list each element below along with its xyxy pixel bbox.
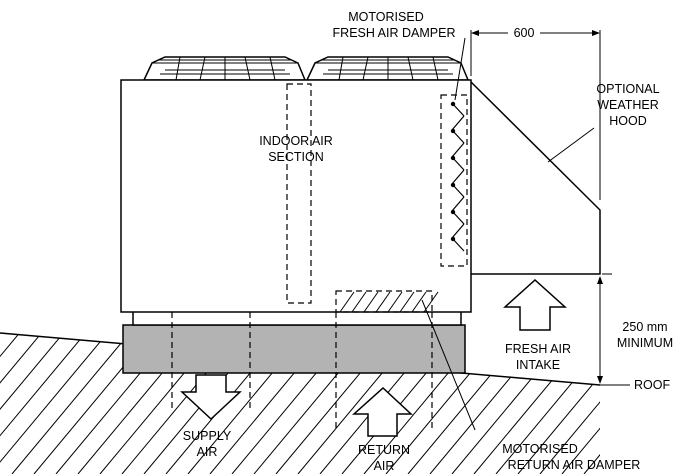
ground-hatch-line: [0, 333, 111, 474]
return-damper-label-2: RETURN AIR DAMPER: [508, 458, 641, 472]
fresh-intake-label-1: FRESH AIR: [505, 342, 571, 356]
return-air-damper: [335, 290, 439, 313]
return-damper-hatch-line: [399, 291, 415, 313]
roof-label: ROOF: [634, 378, 670, 392]
ground-hatch-line: [628, 330, 687, 474]
dimension-250: [597, 273, 612, 384]
return-damper-hatch-line: [375, 291, 391, 313]
return-damper-label-1: MOTORISED: [502, 442, 577, 456]
fresh-air-damper: [440, 94, 468, 267]
weather-hood: [470, 81, 601, 275]
indoor-air-section: [286, 83, 312, 304]
ground-hatch-line: [11, 333, 133, 474]
ground-hatch-line: [561, 333, 600, 474]
return-damper-hatch-line: [351, 291, 367, 313]
ground-hatch-line: [517, 333, 600, 474]
base-frame: [132, 310, 462, 326]
ground-hatch-line: [0, 333, 45, 474]
return-damper-hatch-line: [363, 291, 379, 313]
ground-hatch-line: [0, 333, 67, 474]
condenser-fan-left: [142, 56, 307, 81]
condenser-fan-right: [305, 56, 470, 81]
hood-leader: [547, 127, 595, 163]
supply-label-2: AIR: [197, 445, 218, 459]
supply-label-1: SUPPLY: [183, 429, 232, 443]
supply-duct: [171, 312, 251, 412]
hood-label-3: HOOD: [609, 114, 647, 128]
damper-pivot: [450, 209, 456, 215]
damper-pivot: [450, 236, 456, 242]
return-label-2: AIR: [374, 459, 395, 473]
dimension-600-label: 600: [514, 26, 535, 40]
fresh-damper-leader: [454, 37, 466, 101]
fresh-intake-label-2: INTAKE: [516, 358, 560, 372]
supply-air-arrow: [180, 374, 242, 421]
ground-hatch-line: [0, 333, 23, 474]
unit-body: [120, 79, 472, 313]
return-damper-leader: [421, 299, 476, 431]
damper-pivot: [450, 101, 456, 107]
dimension-600: [470, 30, 601, 200]
return-damper-hatch-line: [339, 291, 355, 313]
ground-hatch-line: [0, 333, 89, 474]
return-damper-hatch-line: [411, 291, 427, 313]
ground-hatch-line: [650, 330, 687, 474]
ground-hatch-line: [539, 333, 600, 474]
fresh-damper-label-1: MOTORISED: [348, 10, 423, 24]
damper-blade: [451, 169, 465, 185]
return-damper-hatch-line: [387, 291, 403, 313]
dim-250-label-1: 250 mm: [622, 320, 667, 334]
hood-label-2: WEATHER: [597, 98, 659, 112]
return-air-arrow: [352, 386, 413, 437]
return-damper-hatch-line: [423, 291, 439, 313]
damper-blade: [451, 196, 465, 212]
damper-blade: [451, 115, 465, 131]
fresh-air-intake-arrow: [503, 278, 567, 331]
fresh-air-damper-blades: [450, 101, 465, 252]
hood-label-1: OPTIONAL: [596, 82, 659, 96]
base-plinth: [122, 324, 466, 374]
ground-hatch-line: [606, 330, 687, 474]
indoor-label-2: SECTION: [268, 150, 324, 164]
return-duct: [335, 312, 433, 432]
dim-250-label-2: MINIMUM: [617, 336, 673, 350]
return-label-1: RETURN: [358, 443, 410, 457]
damper-pivot: [450, 128, 456, 134]
damper-blade: [451, 142, 465, 158]
ground-hatch-line: [672, 330, 687, 474]
fresh-damper-label-2: FRESH AIR DAMPER: [333, 26, 456, 40]
damper-blade: [451, 223, 465, 239]
indoor-label-1: INDOOR AIR: [259, 134, 333, 148]
damper-pivot: [450, 155, 456, 161]
damper-pivot: [450, 182, 456, 188]
